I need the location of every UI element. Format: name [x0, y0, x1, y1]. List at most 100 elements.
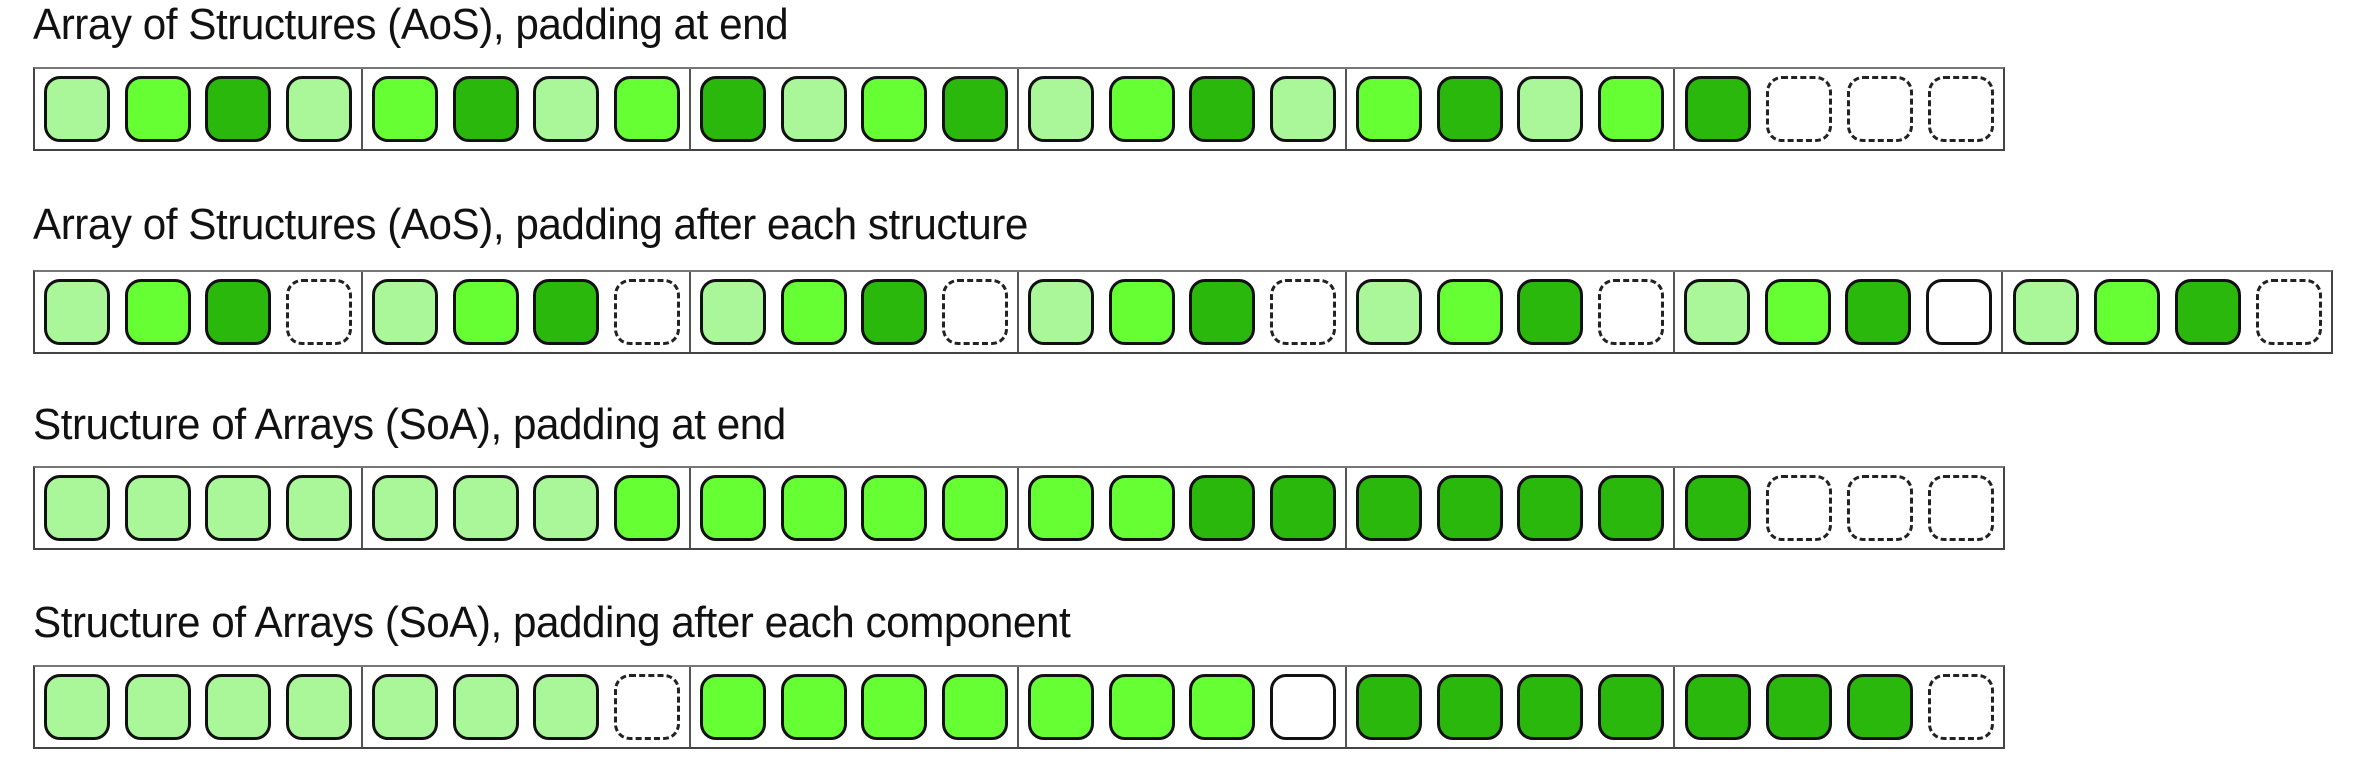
cell-component-1	[1269, 76, 1336, 142]
cell-component-1	[533, 475, 600, 541]
cell-component-1	[1684, 279, 1751, 345]
cell-component-2	[1028, 475, 1095, 541]
cell-component-3	[452, 76, 519, 142]
row-title-aos-padding-end: Array of Structures (AoS), padding at en…	[33, 0, 789, 49]
cell-component-3	[1517, 475, 1584, 541]
cell-component-2	[941, 674, 1008, 740]
cell-component-1	[1517, 76, 1584, 142]
cell-component-3	[1684, 674, 1751, 740]
cell-component-2	[124, 279, 191, 345]
row-title-aos-padding-each: Array of Structures (AoS), padding after…	[33, 200, 1028, 249]
memory-row-aos-padding-each	[33, 270, 2333, 354]
cell-padding	[1765, 76, 1832, 142]
cell-padding	[285, 279, 352, 345]
cell-component-2	[780, 674, 847, 740]
cell-component-1	[285, 674, 352, 740]
cell-component-2	[452, 279, 519, 345]
cell-padding	[1846, 76, 1913, 142]
cell-component-1	[452, 674, 519, 740]
cell-component-3	[1436, 475, 1503, 541]
cell-component-3	[1436, 674, 1503, 740]
cell-padding	[613, 674, 680, 740]
cell-component-1	[533, 76, 600, 142]
cell-component-3	[1684, 76, 1751, 142]
structure-block	[363, 69, 691, 149]
cell-component-3	[1765, 674, 1832, 740]
structure-block	[35, 468, 363, 548]
cell-component-2	[2093, 279, 2160, 345]
cell-padding	[1927, 76, 1994, 142]
cell-component-1	[124, 674, 191, 740]
structure-block	[691, 468, 1019, 548]
structure-block	[1675, 272, 2003, 352]
cell-component-1	[44, 76, 111, 142]
cell-component-3	[1845, 279, 1912, 345]
cell-padding	[1597, 279, 1664, 345]
cell-component-2	[1028, 674, 1095, 740]
row-title-soa-padding-each: Structure of Arrays (SoA), padding after…	[33, 598, 1071, 647]
cell-component-2	[1108, 475, 1175, 541]
cell-component-2	[780, 475, 847, 541]
cell-component-1	[533, 674, 600, 740]
cell-component-3	[1517, 674, 1584, 740]
memory-row-soa-padding-end	[33, 466, 2005, 550]
cell-padding	[1927, 674, 1994, 740]
cell-component-2	[1189, 674, 1256, 740]
structure-block	[35, 69, 363, 149]
cell-component-2	[613, 76, 680, 142]
cell-component-1	[780, 76, 847, 142]
structure-block	[35, 272, 363, 352]
cell-component-1	[285, 76, 352, 142]
structure-block	[1347, 667, 1675, 747]
cell-component-3	[205, 279, 272, 345]
cell-padding	[1269, 279, 1336, 345]
cell-component-1	[1356, 279, 1423, 345]
cell-empty	[1269, 674, 1336, 740]
cell-component-3	[861, 279, 928, 345]
cell-component-3	[1269, 475, 1336, 541]
cell-component-1	[372, 279, 439, 345]
cell-component-2	[941, 475, 1008, 541]
structure-block	[691, 667, 1019, 747]
cell-component-1	[205, 475, 272, 541]
cell-empty	[1925, 279, 1992, 345]
cell-component-3	[533, 279, 600, 345]
structure-block	[363, 468, 691, 548]
cell-component-3	[1356, 475, 1423, 541]
cell-component-2	[1108, 76, 1175, 142]
cell-component-3	[1356, 674, 1423, 740]
cell-component-1	[124, 475, 191, 541]
cell-component-1	[372, 674, 439, 740]
cell-component-3	[1517, 279, 1584, 345]
cell-component-3	[1436, 76, 1503, 142]
cell-component-2	[861, 674, 928, 740]
cell-component-2	[700, 674, 767, 740]
structure-block	[363, 272, 691, 352]
cell-component-3	[1597, 674, 1664, 740]
cell-component-3	[1846, 674, 1913, 740]
cell-component-2	[861, 475, 928, 541]
row-title-soa-padding-end: Structure of Arrays (SoA), padding at en…	[33, 400, 786, 449]
structure-block	[1019, 272, 1347, 352]
memory-row-aos-padding-end	[33, 67, 2005, 151]
cell-component-1	[452, 475, 519, 541]
cell-component-3	[700, 76, 767, 142]
structure-block	[691, 69, 1019, 149]
structure-block	[1019, 468, 1347, 548]
cell-component-3	[1189, 279, 1256, 345]
cell-padding	[1846, 475, 1913, 541]
structure-block	[363, 667, 691, 747]
cell-component-2	[1764, 279, 1831, 345]
cell-component-2	[1597, 76, 1664, 142]
structure-block	[1675, 468, 2003, 548]
cell-component-3	[1597, 475, 1664, 541]
cell-component-1	[44, 475, 111, 541]
cell-padding	[1765, 475, 1832, 541]
structure-block	[1019, 667, 1347, 747]
cell-component-1	[44, 674, 111, 740]
structure-block	[1675, 667, 2003, 747]
cell-padding	[941, 279, 1008, 345]
memory-row-soa-padding-each	[33, 665, 2005, 749]
cell-component-2	[700, 475, 767, 541]
cell-component-3	[2174, 279, 2241, 345]
